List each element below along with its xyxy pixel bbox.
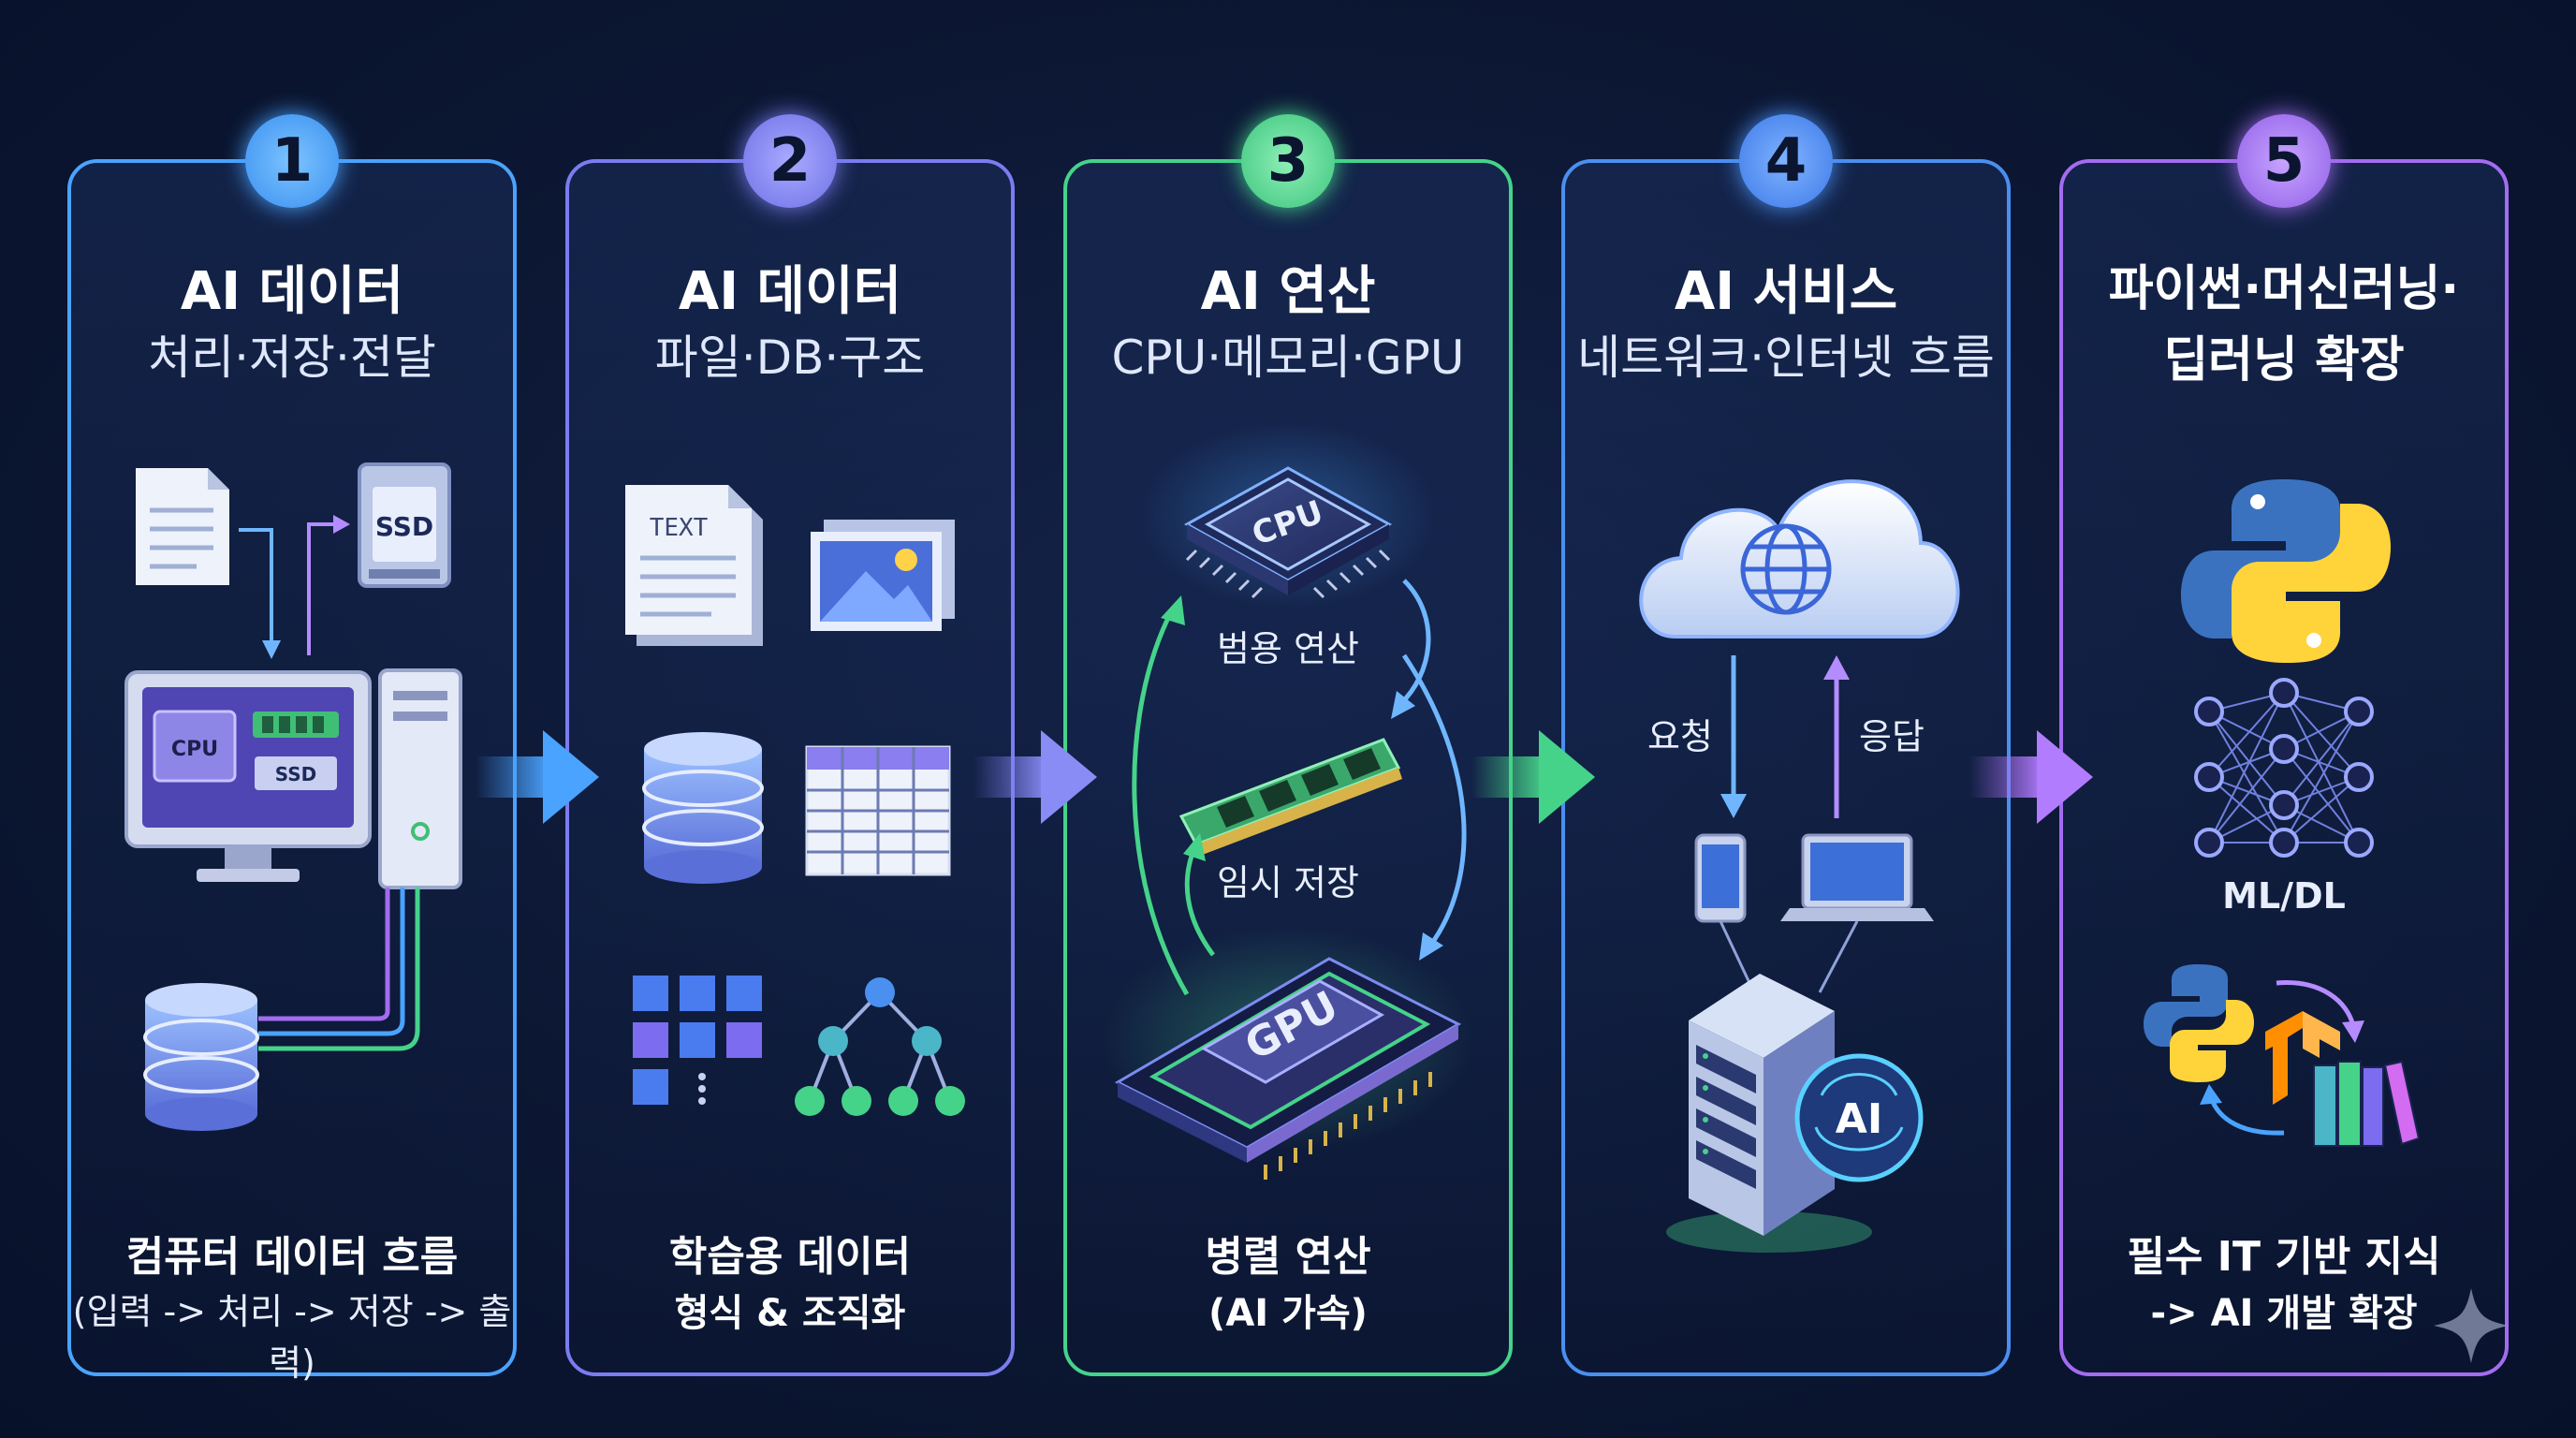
panel-4-subtitle: 네트워크·인터넷 흐름 [1577, 330, 1995, 385]
ram-module-icon [1178, 738, 1402, 856]
server-rack-icon [1666, 974, 1872, 1253]
python-small-icon [2144, 964, 2254, 1082]
phone-icon [1694, 833, 1747, 923]
panel-4-title: AI 서비스 [1674, 261, 1898, 322]
neural-network-icon [2194, 678, 2374, 858]
step-badge-1: 1 [245, 114, 339, 208]
table-icon [805, 745, 951, 876]
panel-5-caption: 필수 IT 기반 지식 [2127, 1233, 2441, 1281]
panel-3-caption-detail: (AI 가속) [1208, 1292, 1368, 1335]
cycle-arrows-panel-5 [2200, 980, 2364, 1136]
request-arrow [1720, 655, 1747, 818]
tensorflow-icon [2265, 1011, 2340, 1105]
python-logo-icon [2181, 479, 2391, 663]
panel-1-subtitle: 처리·저장·전달 [148, 330, 436, 385]
panel-5-subtitle: 딥러닝 확장 [2163, 332, 2405, 389]
panel-2-title: AI 데이터 [678, 261, 902, 322]
ai-brain-label: AI [1836, 1095, 1882, 1143]
arrow-4-to-5 [1969, 730, 2093, 824]
panel-3-subtitle: CPU·메모리·GPU [1111, 330, 1465, 385]
image-file-icon [811, 520, 955, 631]
panel-3-title: AI 연산 [1200, 261, 1376, 322]
tree-structure-icon [795, 977, 965, 1116]
label-response: 응답 [1859, 716, 1925, 757]
panel-1-title: AI 데이터 [180, 261, 404, 322]
step-badge-4: 4 [1739, 114, 1833, 208]
document-icon [136, 468, 229, 585]
monitor-icon: CPU SSD [124, 670, 372, 882]
panel-2-caption-detail: 형식 & 조직화 [674, 1292, 906, 1335]
text-file-icon: TEXT [625, 485, 763, 646]
arrow-3-to-4 [1471, 730, 1595, 824]
label-request: 요청 [1647, 716, 1713, 757]
label-general-compute: 범용 연산 [1217, 628, 1359, 669]
arrow-1-to-2 [476, 730, 599, 824]
library-books-icon [2313, 1060, 2421, 1147]
panel-2-caption: 학습용 데이터 [668, 1233, 912, 1281]
panel-2-subtitle: 파일·DB·구조 [654, 330, 926, 385]
panel-5-title: 파이썬·머신러닝· [2108, 261, 2460, 317]
sparkle-icon [2434, 1288, 2509, 1363]
pc-tower-icon [378, 668, 462, 889]
compute-cycle-arrows [1132, 579, 1467, 996]
globe-icon [1740, 523, 1832, 615]
database-icon [143, 983, 259, 1131]
step-badge-3: 3 [1241, 114, 1335, 208]
response-arrow [1823, 655, 1850, 818]
panel-5-caption-detail: -> AI 개발 확장 [2150, 1292, 2418, 1335]
ssd-small-label: SSD [275, 763, 317, 785]
flow-arrows-panel-1 [239, 515, 350, 659]
cloud-icon [1639, 479, 1960, 638]
data-cables [258, 888, 420, 1051]
panel-3-caption: 병렬 연산 [1205, 1233, 1371, 1281]
panel-1-caption: 컴퓨터 데이터 흐름 [125, 1233, 459, 1281]
ai-brain-icon: AI [1794, 1053, 1924, 1182]
cpu-small-label: CPU [171, 738, 218, 761]
laptop-icon [1780, 833, 1934, 921]
grid-blocks-icon [633, 976, 762, 1105]
text-file-label: TEXT [650, 514, 709, 542]
panel-3 [1063, 159, 1513, 1376]
arrow-2-to-3 [973, 730, 1097, 824]
cpu-chip-icon: CPU [1183, 466, 1393, 599]
step-badge-2: 2 [743, 114, 837, 208]
ssd-label: SSD [375, 511, 433, 542]
ssd-icon: SSD [358, 462, 451, 588]
step-badge-5: 5 [2237, 114, 2331, 208]
network-lines [1719, 920, 1859, 993]
database-icon-2 [642, 732, 764, 884]
label-temp-storage: 임시 저장 [1217, 862, 1359, 903]
label-mldl: ML/DL [2222, 875, 2346, 917]
panel-1-caption-detail: (입력 -> 처리 -> 저장 -> 출력) [72, 1291, 512, 1384]
